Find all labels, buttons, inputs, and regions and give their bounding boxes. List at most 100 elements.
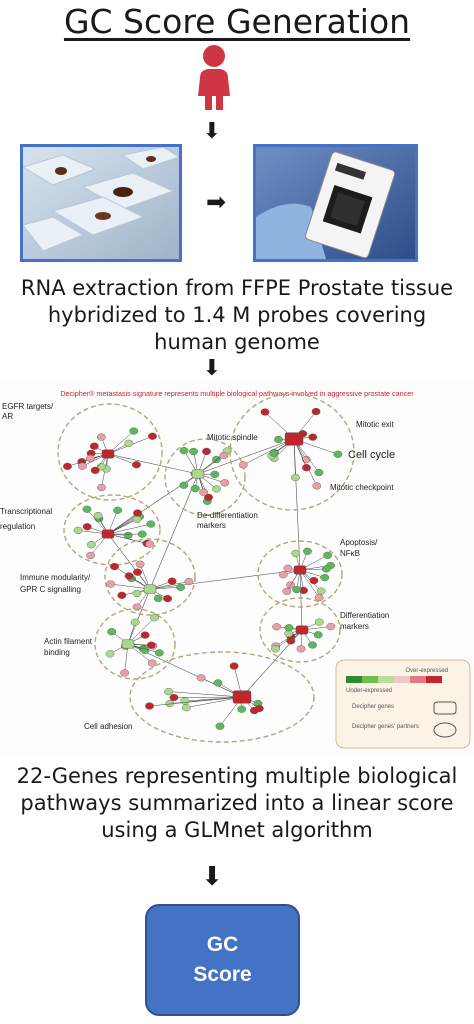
pathway-label: regulation [0, 522, 35, 531]
caption-line: RNA extraction from FFPE Prostate tissue [20, 276, 454, 300]
gene-node [321, 565, 331, 573]
legend-partner-shape [433, 722, 457, 738]
legend-label: Decipher genes' partners [352, 724, 419, 730]
network-heading: Decipher® metastasis signature represent… [60, 389, 414, 398]
pathway-label: Mitotic spindle [207, 433, 258, 442]
gene-node [196, 674, 206, 682]
legend-label: Over-expressed [405, 668, 448, 674]
gene-edge [186, 696, 243, 708]
gene-node [147, 659, 157, 667]
gene-node [190, 484, 200, 493]
gene-node [314, 593, 324, 602]
gene-node [286, 637, 296, 645]
pathway-link [149, 569, 301, 590]
gene-node [238, 461, 248, 469]
pathway-label: Cell cycle [348, 449, 395, 461]
ffpe-slides-photo [20, 144, 182, 262]
legend-label: Decipher genes [352, 704, 394, 710]
gene-edge [149, 581, 190, 590]
legend-color-swatch [378, 676, 394, 683]
gene-node [86, 541, 96, 549]
pathway-cluster [257, 540, 343, 608]
legend-color-swatch [362, 676, 378, 683]
pathway-cluster [229, 393, 355, 511]
pathway-label: De-differentiation [197, 511, 258, 520]
gene-node [96, 433, 106, 441]
gene-node [219, 451, 229, 460]
score-line-2: Score [193, 963, 252, 986]
gene-node [220, 479, 230, 487]
gene-node [85, 454, 95, 463]
caption-line: pathways summarized into a linear score [20, 791, 454, 815]
gene-node [301, 455, 311, 464]
gene-edge [107, 533, 150, 545]
gene-node [145, 540, 155, 548]
legend-gene-shape [433, 701, 457, 715]
gene-node [167, 577, 177, 585]
gene-node [213, 679, 223, 687]
pathway-label: EGFR targets/ [2, 402, 54, 411]
pathway-label: Mitotic exit [356, 420, 395, 429]
gene-node [182, 704, 191, 712]
gene-node [204, 493, 213, 501]
gene-node [113, 506, 122, 514]
gene-node [154, 649, 164, 657]
gene-node [283, 564, 293, 572]
gene-node [77, 462, 87, 470]
gene-edge [124, 643, 129, 673]
gene-node [237, 705, 247, 713]
gene-node [229, 662, 239, 670]
gene-node [312, 482, 322, 490]
pathway-label: Differentiation [340, 611, 389, 620]
pathway-link [107, 453, 199, 475]
down-arrow-icon: ⬇ [202, 119, 222, 144]
gene-node [308, 641, 317, 649]
gene-node [260, 408, 270, 416]
gene-edge [299, 569, 320, 598]
pathway-label: Mitotic checkpoint [330, 483, 394, 492]
gc-score-box: GC Score [145, 904, 300, 1016]
pathway-label: NFκB [340, 549, 360, 558]
gene-node [179, 481, 189, 489]
gene-node [89, 442, 99, 450]
pathway-cluster [57, 403, 163, 501]
pathway-cluster [259, 597, 341, 663]
legend-color-swatch [426, 676, 442, 683]
page-title: GC Score Generation [63, 2, 411, 41]
gene-node [82, 523, 92, 531]
gene-node [146, 520, 156, 528]
gene-node [107, 628, 117, 636]
rna-extraction-caption: RNA extraction from FFPE Prostate tissue… [0, 275, 474, 356]
pathway-label: markers [197, 521, 226, 530]
gene-node [63, 462, 72, 470]
gene-node [326, 622, 336, 631]
gene-node [82, 505, 92, 513]
gene-node [282, 587, 292, 595]
down-arrow-icon: ⬇ [201, 862, 223, 892]
gene-node [314, 618, 324, 626]
gene-node [97, 483, 106, 492]
gene-node [296, 645, 306, 653]
gene-edge [173, 696, 243, 698]
decipher-gene-node [284, 432, 304, 446]
caption-line: hybridized to 1.4 M probes covering [47, 303, 427, 327]
gene-node [210, 470, 220, 478]
gene-node [311, 407, 321, 416]
gene-node [146, 641, 156, 649]
gene-node [163, 595, 172, 603]
gene-node [308, 433, 318, 441]
genechip-photo [253, 144, 418, 262]
gene-node [320, 573, 330, 582]
gene-node [169, 693, 179, 702]
legend-color-swatch [410, 676, 426, 683]
gene-node [274, 435, 283, 444]
legend-label: Under-expressed [346, 688, 392, 694]
gene-node [133, 568, 142, 576]
gene-node [90, 466, 100, 474]
legend-color-swatch [346, 676, 362, 683]
gene-node [73, 526, 83, 534]
pathway-label: GPR C signalling [20, 585, 81, 594]
gene-edge [149, 696, 243, 707]
gene-node [333, 450, 343, 458]
legend-color-swatch [394, 676, 410, 683]
